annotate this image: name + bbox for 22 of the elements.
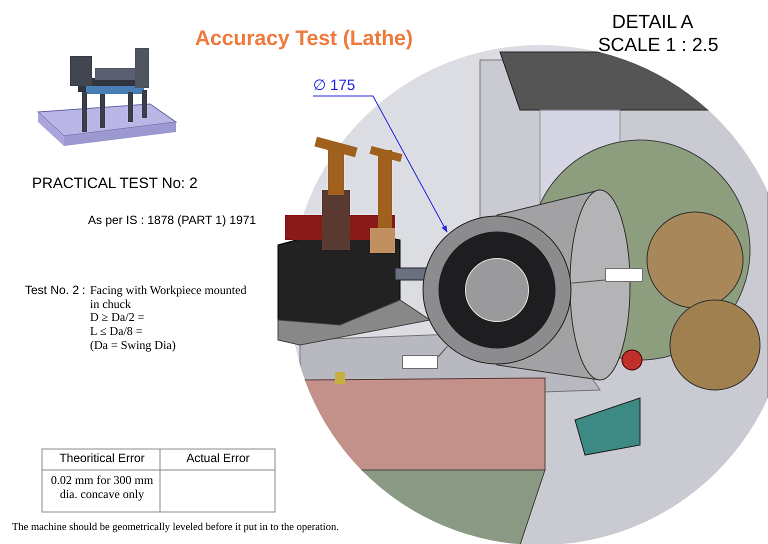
test-label: Test No. 2: [25, 284, 80, 298]
formula: (Da = Swing Dia): [90, 339, 176, 353]
dimension-label: ∅ 175: [313, 76, 379, 98]
heading: SCALE 1 : 2.5: [598, 35, 718, 57]
leader-line: [571, 280, 606, 284]
column-header: Actual Error: [185, 452, 251, 466]
note: The machine should be geometrically leveled before it put in to the operation.: [12, 522, 339, 534]
separator: :: [82, 284, 86, 298]
leader-arrow: [312, 96, 448, 233]
formula: L ≤ Da/8 =: [90, 325, 143, 339]
table-cell-text: 0.02 mm for 300 mm dia. concave only: [50, 474, 154, 502]
leader-line: [438, 346, 448, 358]
chuck-face: [422, 215, 572, 365]
test-description: Facing with Workpiece mounted in chuck: [90, 284, 248, 312]
title: Accuracy Test (Lathe): [195, 27, 413, 52]
heading: DETAIL A: [612, 12, 694, 34]
callout-box: [605, 268, 643, 282]
heading: PRACTICAL TEST No: 2: [32, 175, 198, 192]
formula: D ≥ Da/2 =: [90, 311, 144, 325]
callout-box: [402, 355, 438, 369]
standard-reference: As per IS : 1878 (PART 1) 1971: [88, 214, 256, 228]
column-header: Theoritical Error: [58, 452, 146, 466]
